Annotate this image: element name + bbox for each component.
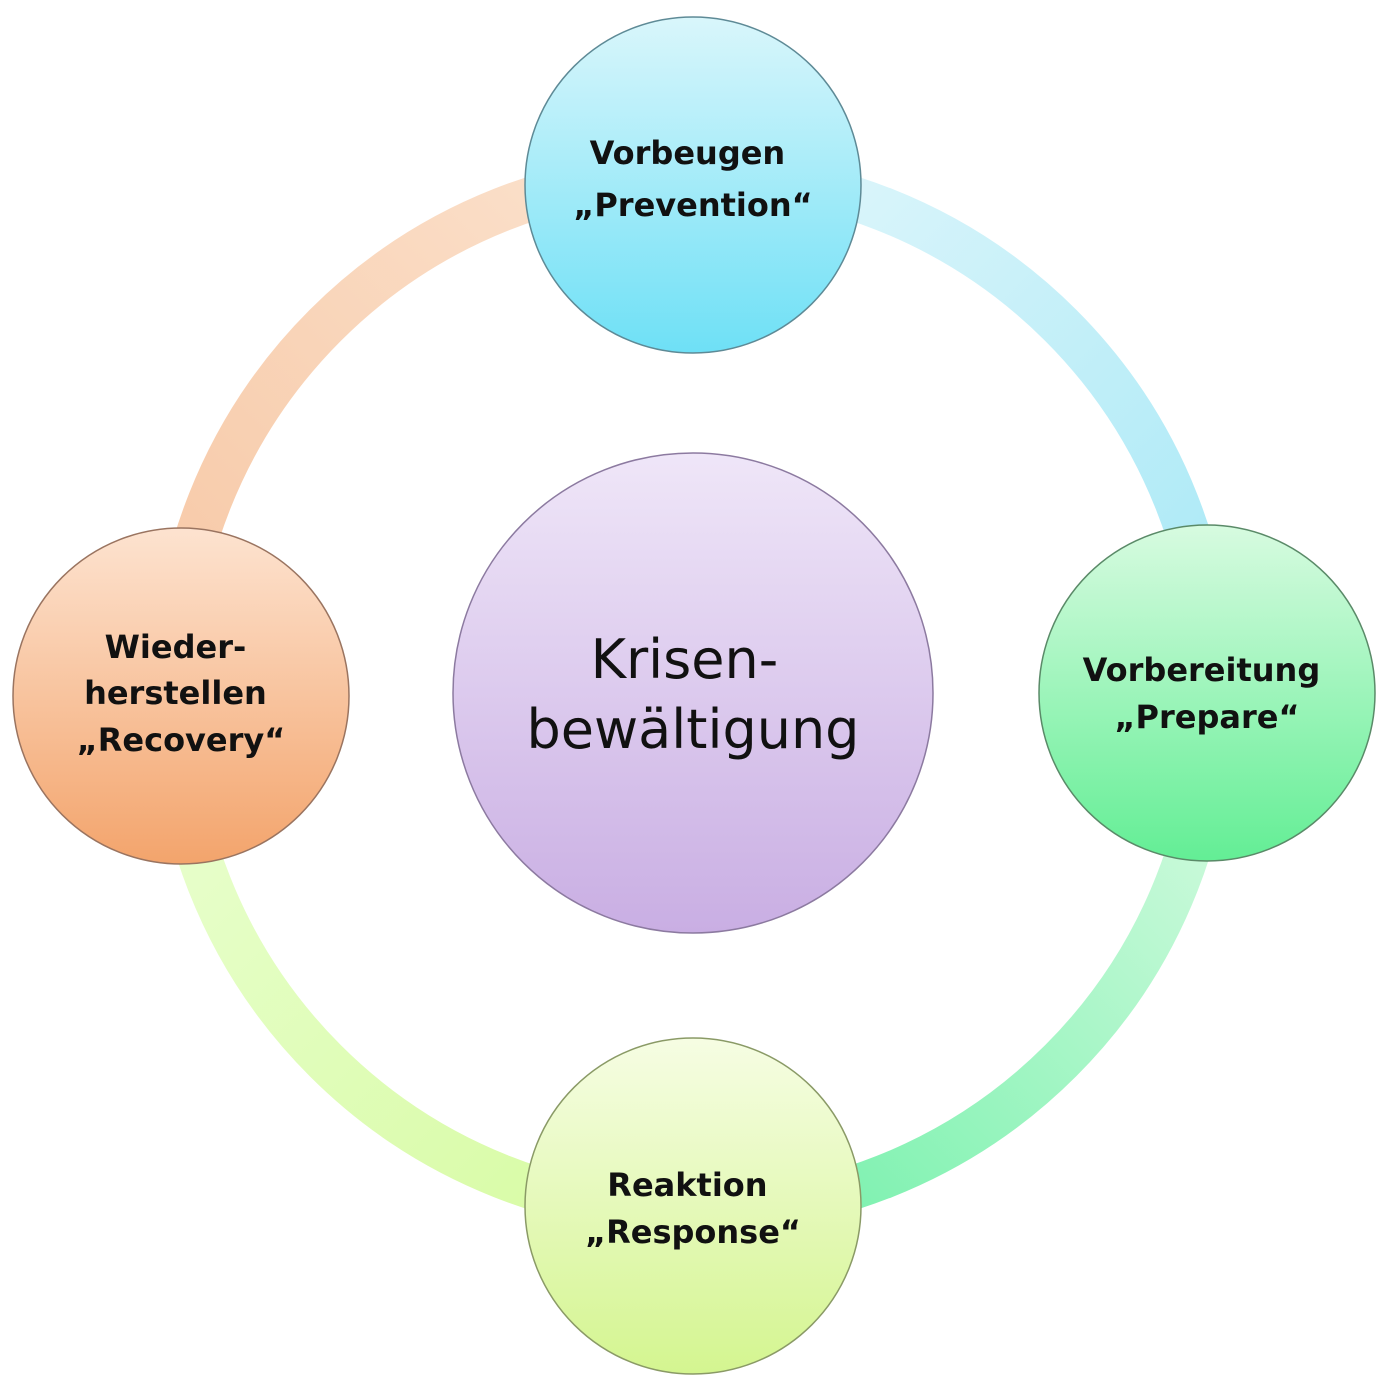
phase-circle-prevention (524, 16, 862, 354)
phase-label-recovery: Wieder- herstellen „Recovery“ (77, 628, 286, 759)
phase-label-prepare-line-2: „Prepare“ (1115, 698, 1300, 736)
phase-node-recovery: Wieder- herstellen „Recovery“ (12, 527, 350, 865)
center-label: Krisen- bewältigung (527, 628, 860, 761)
phase-circle-response (524, 1037, 862, 1375)
phase-label-recovery-line-1: Wieder- (105, 628, 247, 666)
center-node: Krisen- bewältigung (452, 452, 934, 934)
phase-label-prepare-line-1: Vorbereitung (1083, 651, 1321, 689)
center-label-line-2: bewältigung (527, 698, 860, 761)
phase-node-prepare: Vorbereitung „Prepare“ (1038, 524, 1376, 862)
center-circle (452, 452, 934, 934)
phase-label-response: Reaktion „Response“ (585, 1166, 801, 1251)
phase-label-prevention-line-1: Vorbeugen (590, 134, 786, 172)
phase-circle-recovery (12, 527, 350, 865)
phase-label-prevention-line-2: „Prevention“ (573, 186, 812, 224)
phase-node-response: Reaktion „Response“ (524, 1037, 862, 1375)
phase-label-recovery-line-2: herstellen (84, 674, 267, 712)
phase-label-response-line-2: „Response“ (585, 1213, 801, 1251)
phase-node-prevention: Vorbeugen „Prevention“ (524, 16, 862, 354)
phase-label-prevention: Vorbeugen „Prevention“ (573, 134, 812, 224)
phase-label-recovery-line-3: „Recovery“ (77, 721, 286, 759)
phase-label-response-line-1: Reaktion (607, 1166, 767, 1204)
center-label-line-1: Krisen- (591, 628, 779, 691)
phase-label-prepare: Vorbereitung „Prepare“ (1083, 651, 1332, 736)
phase-circle-prepare (1038, 524, 1376, 862)
